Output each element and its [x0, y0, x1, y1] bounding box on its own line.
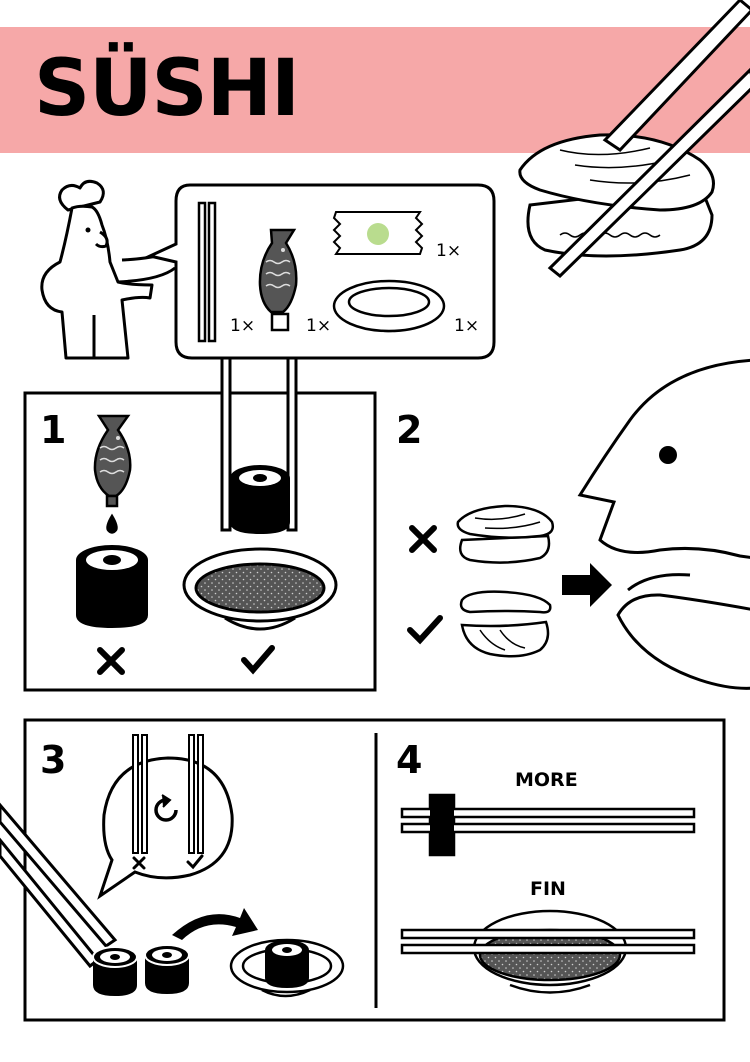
step-4-number: 4 [396, 738, 422, 782]
long-chopsticks-icon [0, 802, 118, 969]
rotate-icon [154, 794, 178, 822]
step-1-number: 1 [40, 408, 66, 452]
dish-with-sushi-icon [229, 938, 345, 998]
soy-fish-pour-icon [93, 414, 132, 534]
arrow-icon [172, 908, 258, 940]
chopsticks-dipping-icon [220, 356, 298, 532]
arrow-icon [562, 563, 612, 607]
chef-icon [40, 179, 176, 360]
wasabi-packet-icon [332, 211, 424, 255]
nigiri-icon [456, 504, 554, 564]
fin-label: FIN [530, 878, 566, 900]
sushi-roll-icon [144, 944, 190, 994]
cross-icon [97, 647, 125, 675]
check-icon [241, 645, 275, 675]
dish-icon [332, 279, 446, 333]
dish-qty: 1× [454, 316, 479, 336]
check-icon [407, 615, 443, 645]
check-icon [186, 854, 204, 870]
soy-fish-icon [258, 228, 298, 332]
chopsticks-icon [197, 201, 217, 343]
nigiri-flipped-icon [459, 590, 552, 658]
chopsticks-right-icon [188, 734, 204, 854]
face-icon [577, 358, 750, 690]
soy-dish-icon [182, 547, 338, 631]
parts-list-box: 1× 1× 1× 1× [145, 183, 496, 360]
step-1-panel [23, 391, 377, 692]
chopsticks-on-rest-icon [400, 793, 696, 857]
chopsticks-wrong-icon [132, 734, 148, 854]
nigiri-with-chopsticks-icon [518, 0, 750, 279]
sushi-roll-held-icon [230, 465, 290, 534]
soy-fish-qty: 1× [306, 316, 331, 336]
cross-icon [409, 525, 437, 553]
page-title: SÜSHI [34, 44, 300, 134]
step-3-number: 3 [40, 738, 66, 782]
sushi-roll-icon [76, 545, 148, 628]
wasabi-qty: 1× [436, 241, 461, 261]
cross-icon [132, 856, 146, 870]
step-2-number: 2 [396, 408, 422, 452]
speech-bubble [97, 756, 234, 900]
chopsticks-on-dish-icon [400, 909, 696, 994]
sushi-roll-icon [92, 946, 138, 996]
chopsticks-qty: 1× [230, 316, 255, 336]
more-label: MORE [515, 769, 578, 791]
